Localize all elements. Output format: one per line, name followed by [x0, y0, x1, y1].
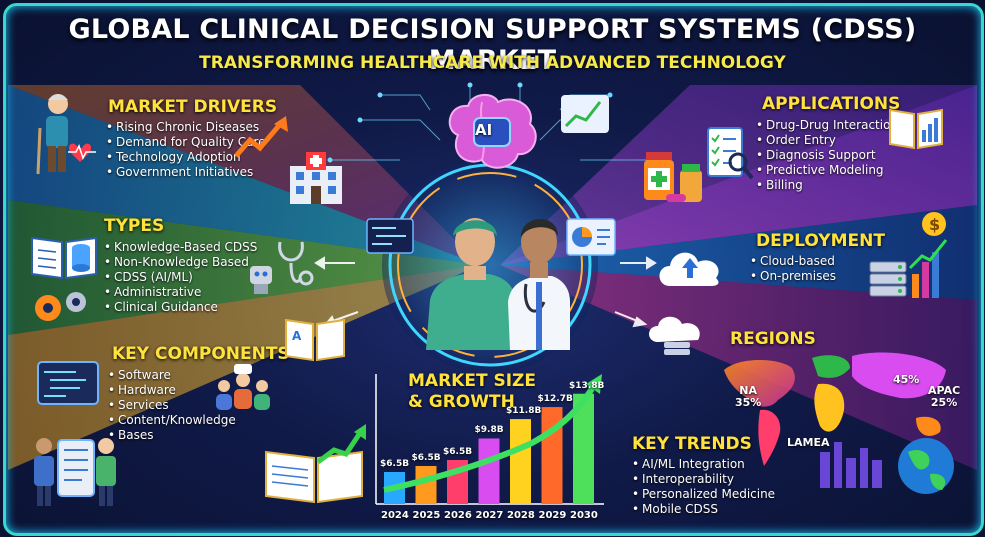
type-item: Administrative	[104, 285, 257, 300]
gears-icon	[35, 292, 86, 321]
region-apac-name: APAC	[928, 384, 961, 397]
elderly-patient-icon	[36, 94, 96, 175]
servers-dollar-icon: $	[869, 212, 948, 298]
svg-text:A: A	[292, 329, 302, 343]
trend-arrow-icon	[234, 116, 288, 158]
region-na-share: 35%	[735, 396, 762, 409]
component-item: Software	[108, 368, 236, 383]
market-driver-item: Technology Adoption	[106, 150, 266, 165]
type-item: Knowledge-Based CDSS	[104, 240, 257, 255]
code-screen-icon	[366, 218, 414, 254]
regions-title: REGIONS	[730, 329, 816, 349]
reading-book-icon: A	[285, 318, 345, 362]
trend-item: Interoperability	[632, 472, 775, 487]
growth-arrow-head	[586, 374, 602, 394]
trend-item: AI/ML Integration	[632, 457, 775, 472]
market-size-bar	[415, 466, 437, 504]
application-item: Predictive Modeling	[756, 163, 904, 178]
bar-value-label: $12.7B	[537, 394, 573, 405]
book-chart-icon	[889, 108, 943, 150]
market-size-title-line2: & GROWTH	[408, 392, 515, 412]
key-components-title: KEY COMPONENTS	[112, 344, 290, 364]
hospital-icon	[290, 152, 342, 204]
bar-value-label: $13.8B	[569, 380, 605, 391]
year-tick-label: 2028	[507, 510, 535, 521]
deployment-title: DEPLOYMENT	[756, 231, 885, 251]
growth-chart-icon	[561, 95, 609, 133]
doctors-illustration	[426, 218, 570, 350]
ai-label: AI	[475, 121, 493, 139]
medicine-bottles-icon	[644, 152, 702, 202]
region-na-label: NA 35%	[735, 385, 761, 409]
page-title: GLOBAL CLINICAL DECISION SUPPORT SYSTEMS…	[68, 14, 917, 76]
code-window-icon	[37, 361, 99, 405]
component-item: Services	[108, 398, 236, 413]
bar-value-label: $11.8B	[506, 406, 542, 417]
application-item: Order Entry	[756, 133, 904, 148]
market-driver-item: Rising Chronic Diseases	[106, 120, 266, 135]
year-tick-label: 2025	[412, 510, 441, 521]
frame-border	[3, 3, 984, 536]
application-item: Diagnosis Support	[756, 148, 904, 163]
region-eu-share: 45%	[893, 373, 920, 386]
deployment-item: Cloud-based	[750, 254, 836, 269]
trend-item: Mobile CDSS	[632, 502, 775, 517]
deployment-list: Cloud-based On-premises	[750, 254, 836, 284]
market-size-title-line1: MARKET SIZE	[408, 371, 536, 391]
cloud-upload-icon	[659, 252, 719, 286]
market-drivers-title: MARKET DRIVERS	[108, 97, 278, 117]
year-tick-label: 2029	[538, 510, 567, 521]
key-trends-title: KEY TRENDS	[632, 434, 752, 454]
deployment-item: On-premises	[750, 269, 836, 284]
database-book-icon	[31, 236, 97, 280]
region-lamea-label: LAMEA	[787, 436, 830, 449]
types-title: TYPES	[104, 216, 165, 236]
application-item: Drug-Drug Interactions	[756, 118, 904, 133]
types-list: Knowledge-Based CDSS Non-Knowledge Based…	[104, 240, 257, 315]
type-item: Non-Knowledge Based	[104, 255, 257, 270]
svg-text:$: $	[929, 215, 940, 234]
cloud-servers-icon	[649, 316, 700, 355]
market-size-bar	[510, 419, 531, 504]
stethoscope-robot-icon	[250, 241, 314, 294]
market-driver-item: Government Initiatives	[106, 165, 266, 180]
key-trends-list: AI/ML Integration Interoperability Perso…	[632, 457, 775, 517]
component-item: Content/Knowledge	[108, 413, 236, 428]
component-item: Bases	[108, 428, 236, 443]
key-components-list: Software Hardware Services Content/Knowl…	[108, 368, 236, 443]
market-size-bar	[478, 438, 500, 504]
region-apac-label: APAC 25%	[928, 385, 960, 409]
bar-value-label: $6.5B	[380, 459, 410, 469]
bar-value-label: $9.8B	[474, 425, 504, 436]
year-tick-label: 2030	[570, 510, 598, 521]
applications-title: APPLICATIONS	[762, 94, 901, 114]
world-map-illustration	[724, 352, 954, 494]
bar-value-label: $6.5B	[443, 447, 473, 457]
ai-brain-icon	[448, 94, 537, 169]
team-people-icon	[216, 364, 270, 410]
market-drivers-list: Rising Chronic Diseases Demand for Quali…	[106, 120, 266, 180]
pie-chart-screen-icon	[566, 218, 616, 256]
market-size-chart	[375, 374, 604, 505]
type-item: Clinical Guidance	[104, 300, 257, 315]
region-na-name: NA	[739, 384, 758, 397]
region-apac-share: 25%	[930, 396, 958, 409]
page-subtitle: TRANSFORMING HEALTHCARE WITH ADVANCED TE…	[199, 53, 786, 73]
application-item: Billing	[756, 178, 904, 193]
trend-item: Personalized Medicine	[632, 487, 775, 502]
applications-list: Drug-Drug Interactions Order Entry Diagn…	[756, 118, 904, 193]
checklist-magnifier-icon	[707, 127, 754, 180]
open-book-growth-icon	[265, 424, 366, 504]
growth-trend-arrow	[383, 380, 599, 493]
component-item: Hardware	[108, 383, 236, 398]
doctor-tablet-icon	[34, 438, 116, 506]
year-tick-label: 2027	[475, 510, 504, 521]
market-size-bar	[573, 393, 594, 504]
type-item: CDSS (AI/ML)	[104, 270, 257, 285]
year-tick-label: 2024	[381, 510, 409, 521]
year-tick-label: 2026	[444, 510, 472, 521]
market-driver-item: Demand for Quality Care	[106, 135, 266, 150]
bar-value-label: $6.5B	[411, 453, 441, 463]
